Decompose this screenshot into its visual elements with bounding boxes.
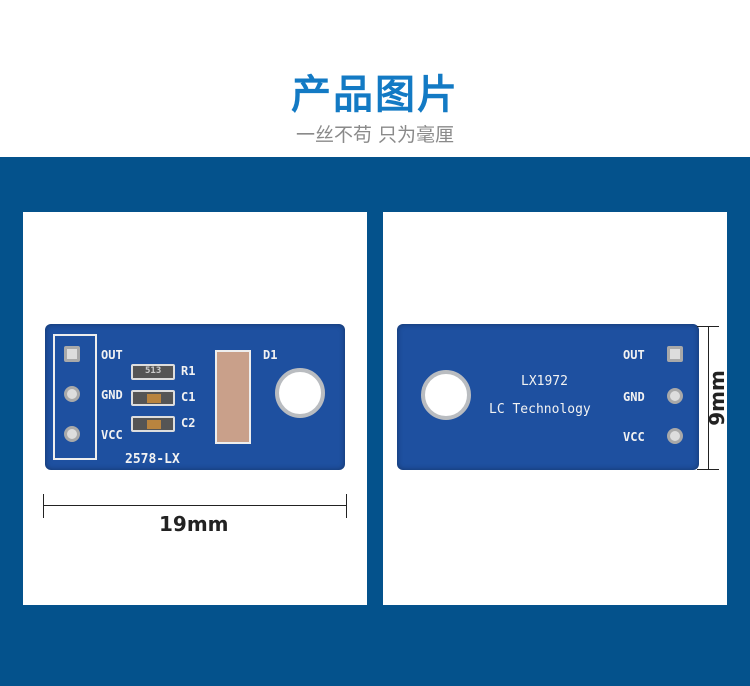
label-vcc: VCC (623, 430, 645, 444)
light-sensor-d1 (215, 350, 251, 444)
page-subtitle: 一丝不苟 只为毫厘 (295, 124, 455, 146)
width-dimension-line (43, 505, 347, 506)
label-c2: C2 (181, 416, 196, 430)
label-out: OUT (101, 348, 123, 362)
pcb-back: LX1972 LC Technology OUT GND VCC (397, 324, 699, 470)
height-dimension-label: 9mm (704, 370, 729, 426)
capacitor-c1 (131, 390, 175, 406)
resistor-code: 513 (145, 366, 162, 376)
pin-vcc (667, 428, 683, 444)
label-gnd: GND (101, 388, 123, 402)
pin-vcc (64, 426, 80, 442)
height-dimension-line (708, 326, 709, 470)
maker-label: LC Technology (489, 402, 591, 417)
pin-gnd (667, 388, 683, 404)
model-label: LX1972 (521, 374, 568, 389)
pin-out (64, 346, 80, 362)
label-vcc: VCC (101, 428, 123, 442)
label-r1: R1 (181, 364, 196, 378)
width-dimension-label: 19mm (159, 512, 229, 536)
dimension-tick (346, 494, 347, 518)
pin-out (667, 346, 683, 362)
label-out: OUT (623, 348, 645, 362)
front-view-panel: OUT GND VCC 513 R1 C1 C2 D1 2578-LX 19mm (23, 212, 367, 605)
header-outline (53, 334, 97, 460)
label-d1: D1 (263, 348, 278, 362)
page-title: 产品图片 (291, 72, 459, 118)
dimension-tick (697, 469, 719, 470)
label-gnd: GND (623, 390, 645, 404)
pcb-front: OUT GND VCC 513 R1 C1 C2 D1 2578-LX (45, 324, 345, 470)
capacitor-c2 (131, 416, 175, 432)
dimension-tick (697, 326, 719, 327)
mounting-hole (421, 370, 471, 420)
board-label: 2578-LX (125, 452, 180, 467)
mounting-hole (275, 368, 325, 418)
back-view-panel: LX1972 LC Technology OUT GND VCC 9mm (383, 212, 729, 605)
dimension-tick (43, 494, 44, 518)
pin-gnd (64, 386, 80, 402)
label-c1: C1 (181, 390, 196, 404)
resistor-r1: 513 (131, 364, 175, 380)
